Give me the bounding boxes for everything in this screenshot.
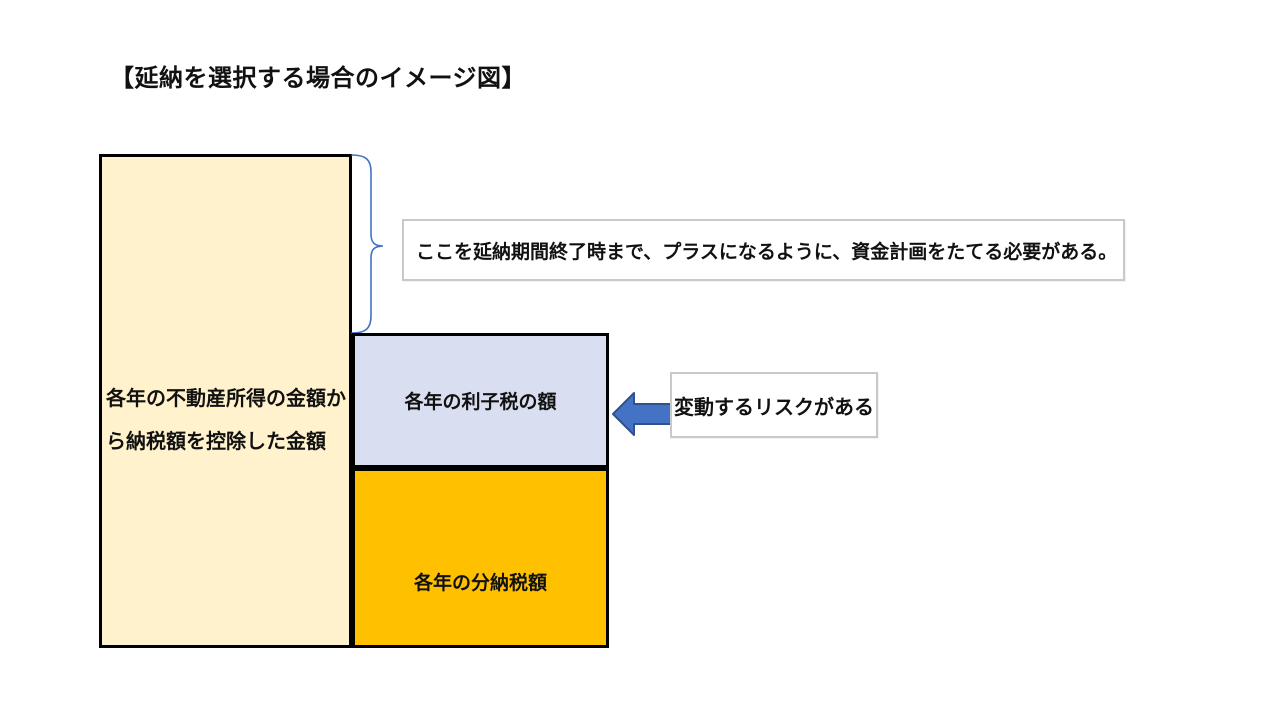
interest-tax-label: 各年の利子税の額 [404,392,557,413]
income-box: 各年の不動産所得の金額か ら納税額を控除した金額 [99,154,352,648]
risk-note-text: 変動するリスクがある [674,396,874,419]
interest-tax-box: 各年の利子税の額 [352,333,609,468]
planning-note-text: ここを延納期間終了時まで、プラスになるように、資金計画をたてる必要がある。 [416,241,1118,263]
left-arrow-icon [612,392,673,436]
installment-tax-label: 各年の分納税額 [413,572,547,594]
installment-tax-box: 各年の分納税額 [352,468,609,648]
income-box-label-line1: 各年の不動産所得の金額か [106,388,346,410]
page-title: 【延納を選択する場合のイメージ図】 [110,65,527,92]
risk-note-box: 変動するリスクがある [670,372,878,438]
income-box-label-line2: ら納税額を控除した金額 [106,431,326,453]
curly-brace-icon [351,154,384,334]
planning-note-box: ここを延納期間終了時まで、プラスになるように、資金計画をたてる必要がある。 [402,219,1125,281]
